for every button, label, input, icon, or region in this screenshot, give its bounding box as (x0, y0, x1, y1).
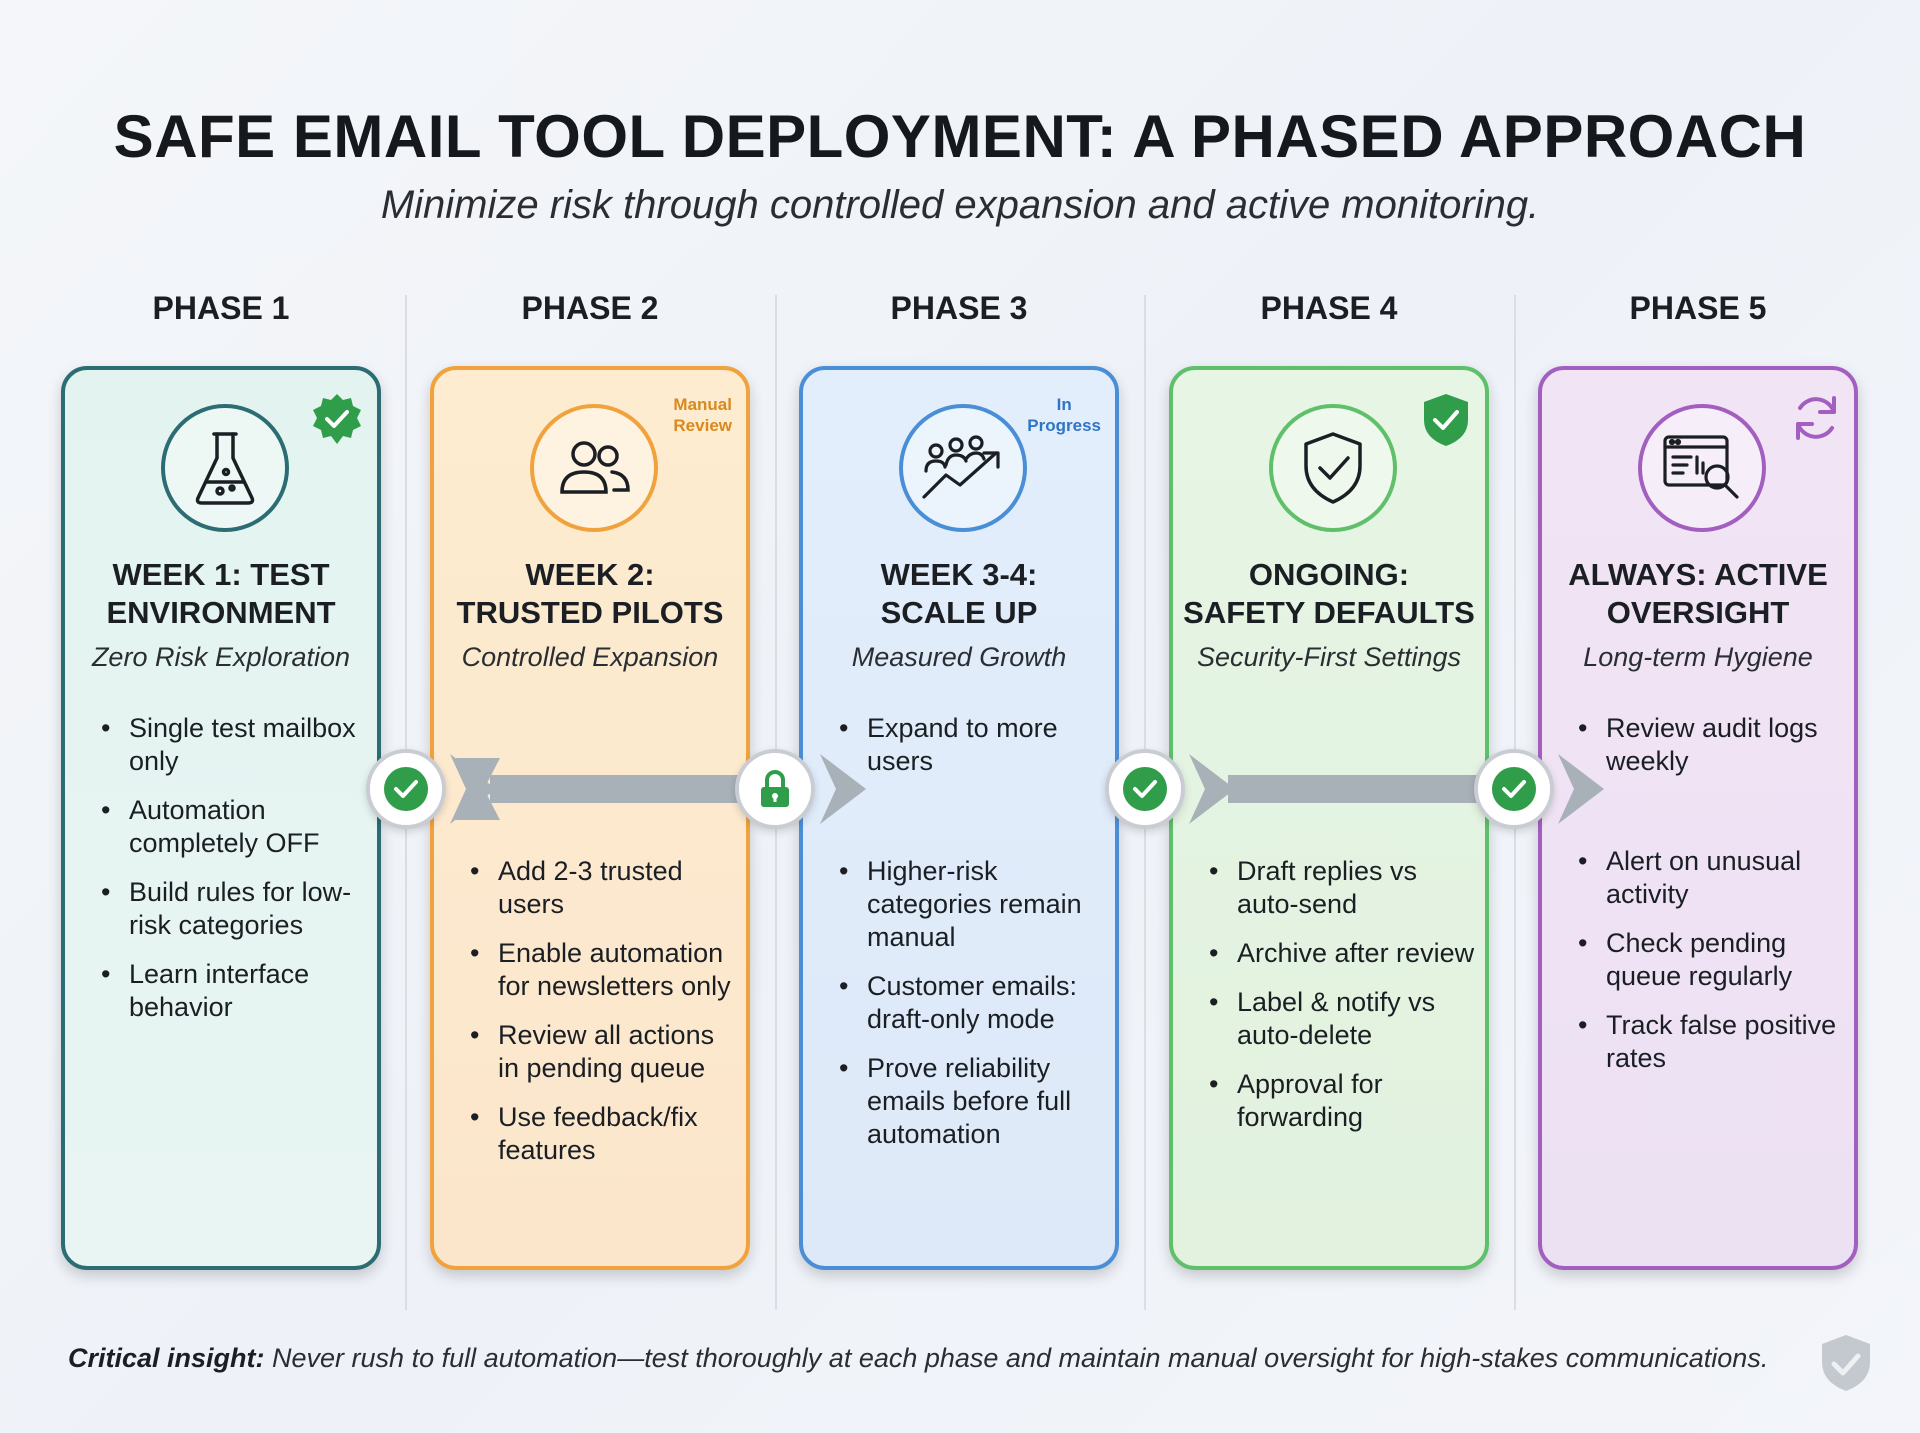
footer-label: Critical insight: (68, 1343, 265, 1373)
phase-subtitle: Controlled Expansion (461, 642, 719, 672)
list-item: Build rules for low-risk categories (101, 876, 371, 942)
phase-title: ONGOING: SAFETY DEFAULTS (1183, 557, 1475, 630)
shield-check-icon (1269, 404, 1397, 532)
lock-icon (761, 770, 789, 807)
audit-monitor-icon (1638, 404, 1766, 532)
connector-node-3 (1105, 749, 1185, 829)
list-item: Approval for forwarding (1209, 1068, 1479, 1134)
critical-insight-footer: Critical insight: Never rush to full aut… (68, 1343, 1808, 1374)
connector-node-2 (735, 749, 815, 829)
in-progress-badge: In Progress (1027, 395, 1101, 435)
list-item: Learn interface behavior (101, 958, 371, 1024)
phase-label-3: PHASE 3 (890, 290, 1028, 326)
page-subtitle: Minimize risk through controlled expansi… (380, 183, 1540, 227)
list-item: Archive after review (1209, 937, 1479, 970)
users-icon (530, 404, 658, 532)
list-item: Enable automation for newsletters only (470, 937, 740, 1003)
phase-title: WEEK 3-4: SCALE UP (880, 557, 1038, 630)
check-icon (1492, 767, 1536, 811)
connector-node-1 (366, 749, 446, 829)
page-title: SAFE EMAIL TOOL DEPLOYMENT: A PHASED APP… (113, 103, 1807, 170)
phase-items: Single test mailbox only Automation comp… (101, 712, 371, 1040)
phase-label-2: PHASE 2 (521, 290, 659, 326)
phase-card-5: ALWAYS: ACTIVE OVERSIGHT Long-term Hygie… (1538, 366, 1858, 1270)
phase-items: Draft replies vs auto-send Archive after… (1209, 855, 1479, 1150)
list-item: Review all actions in pending queue (470, 1019, 740, 1085)
list-item: Check pending queue regularly (1578, 927, 1848, 993)
manual-review-badge: Manual Review (673, 395, 732, 435)
footer-text: Never rush to full automation—test thoro… (264, 1343, 1769, 1373)
phase-items-top: Expand to more users (839, 712, 1109, 794)
phase-subtitle: Zero Risk Exploration (91, 642, 351, 672)
list-item: Label & notify vs auto-delete (1209, 986, 1479, 1052)
chevron-right-icon (450, 754, 496, 824)
check-badge-icon (313, 394, 361, 444)
phase-card-1: WEEK 1: TEST ENVIRONMENT Zero Risk Explo… (61, 366, 381, 1270)
list-item: Track false positive rates (1578, 1009, 1848, 1075)
check-icon (384, 767, 428, 811)
phase-title: WEEK 2: TRUSTED PILOTS (456, 557, 724, 630)
list-item: Automation completely OFF (101, 794, 371, 860)
growth-chart-icon (899, 404, 1027, 532)
refresh-icon (1796, 396, 1836, 440)
list-item: Expand to more users (839, 712, 1109, 778)
phase-subtitle: Security-First Settings (1196, 642, 1462, 672)
phase-items: Add 2-3 trusted users Enable automation … (470, 855, 740, 1183)
list-item: Alert on unusual activity (1578, 845, 1848, 911)
chevron-right-icon (820, 754, 866, 824)
chevron-right-icon (1558, 754, 1604, 824)
list-item: Add 2-3 trusted users (470, 855, 740, 921)
list-item: Customer emails: draft-only mode (839, 970, 1109, 1036)
phase-card-4: ONGOING: SAFETY DEFAULTS Security-First … (1169, 366, 1489, 1270)
phase-card-2: Manual Review WEEK 2: TRUSTED PILOTS Con… (430, 366, 750, 1270)
list-item: Single test mailbox only (101, 712, 371, 778)
phase-label-5: PHASE 5 (1629, 290, 1767, 326)
flask-icon (161, 404, 289, 532)
phase-title: WEEK 1: TEST ENVIRONMENT (106, 557, 336, 630)
phase-label-4: PHASE 4 (1260, 290, 1398, 326)
shield-badge-icon (1424, 394, 1468, 446)
list-item: Higher-risk categories remain manual (839, 855, 1109, 954)
check-icon (1123, 767, 1167, 811)
phase-title: ALWAYS: ACTIVE OVERSIGHT (1568, 557, 1828, 630)
chevron-right-icon (1189, 754, 1235, 824)
phase-subtitle: Measured Growth (851, 642, 1067, 672)
list-item: Draft replies vs auto-send (1209, 855, 1479, 921)
connector-node-4 (1474, 749, 1554, 829)
list-item: Prove reliability emails before full aut… (839, 1052, 1109, 1151)
phase-card-3: In Progress WEEK 3-4: SCALE UP Measured … (799, 366, 1119, 1270)
phase-items: Alert on unusual activity Check pending … (1578, 845, 1848, 1091)
phase-subtitle: Long-term Hygiene (1583, 642, 1813, 672)
phase-items: Higher-risk categories remain manual Cus… (839, 855, 1109, 1167)
shield-logo-icon (1822, 1335, 1870, 1391)
list-item: Review audit logs weekly (1578, 712, 1848, 778)
phase-items-top: Review audit logs weekly (1578, 712, 1848, 794)
list-item: Use feedback/fix features (470, 1101, 740, 1167)
phase-label-1: PHASE 1 (152, 290, 290, 326)
